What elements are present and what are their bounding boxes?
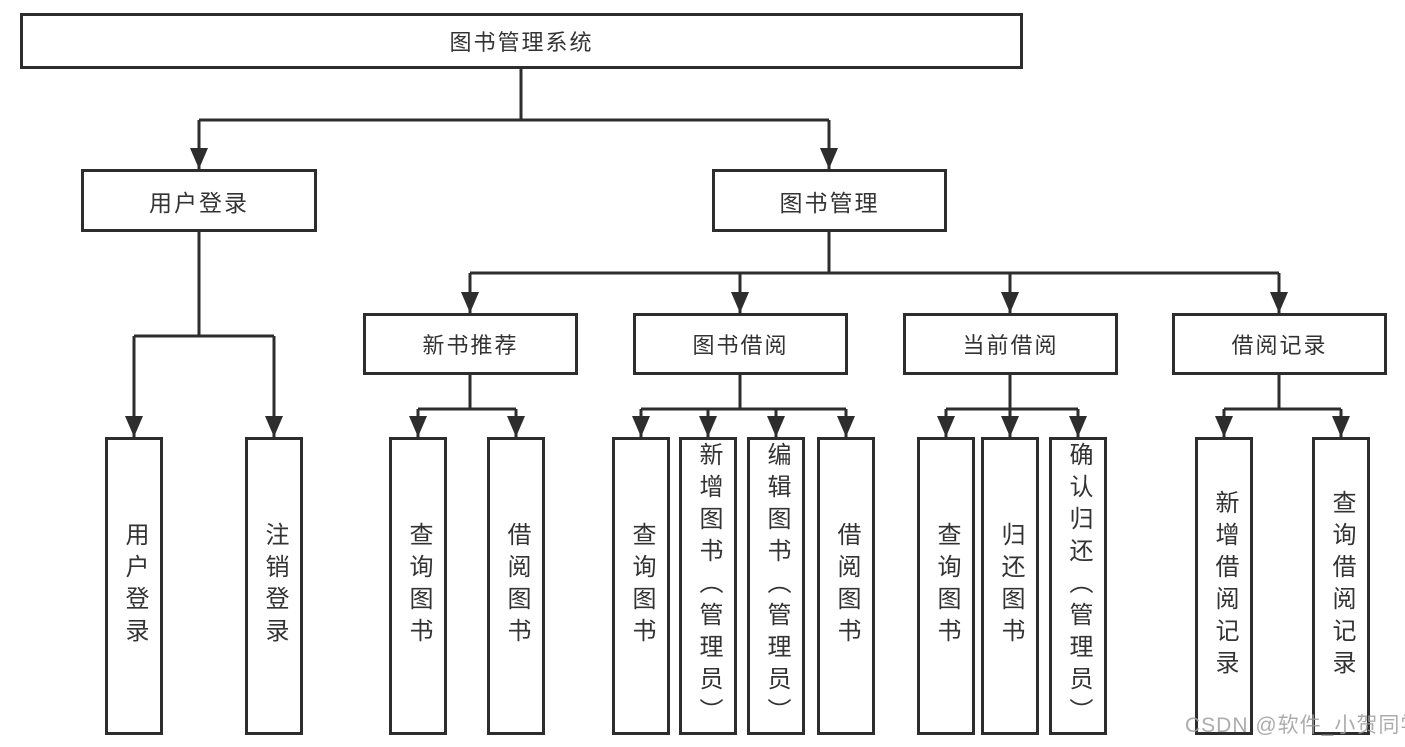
leaf-return-books: 归还图书 — [981, 437, 1039, 735]
node-book-management: 图书管理 — [712, 169, 947, 232]
leaf-edit-books-admin-label: 编辑图书（管理员） — [763, 442, 790, 730]
node-root: 图书管理系统 — [20, 13, 1023, 69]
node-new-book-recommend: 新书推荐 — [363, 313, 578, 375]
leaf-query-books-1: 查询图书 — [389, 437, 447, 735]
leaf-edit-books-admin: 编辑图书（管理员） — [747, 437, 805, 735]
node-new-book-recommend-label: 新书推荐 — [422, 333, 519, 358]
node-user-login-label: 用户登录 — [149, 189, 249, 216]
leaf-confirm-return-admin: 确认归还（管理员） — [1049, 437, 1107, 735]
node-current-borrowing: 当前借阅 — [903, 313, 1118, 375]
node-current-borrowing-label: 当前借阅 — [962, 333, 1059, 358]
leaf-query-books-3: 查询图书 — [917, 437, 975, 735]
leaf-borrow-books-2: 借阅图书 — [817, 437, 875, 735]
arrowheads — [125, 148, 1350, 437]
node-user-login: 用户登录 — [81, 169, 317, 232]
node-root-label: 图书管理系统 — [449, 30, 594, 55]
leaf-add-borrow-record: 新增借阅记录 — [1195, 437, 1253, 735]
leaf-borrow-books-1: 借阅图书 — [487, 437, 545, 735]
leaf-logout: 注销登录 — [245, 437, 303, 735]
leaf-confirm-return-admin-label: 确认归还（管理员） — [1065, 442, 1092, 730]
leaf-borrow-books-1-label: 借阅图书 — [503, 522, 530, 650]
node-book-borrowing-label: 图书借阅 — [692, 333, 789, 358]
leaf-logout-label: 注销登录 — [261, 522, 288, 650]
node-borrowing-records-label: 借阅记录 — [1231, 333, 1328, 358]
watermark: CSDN @软件_小贺同学 — [1185, 714, 1405, 737]
leaf-query-borrow-record-label: 查询借阅记录 — [1328, 490, 1355, 682]
leaf-user-login-label: 用户登录 — [121, 522, 148, 650]
leaf-query-books-1-label: 查询图书 — [405, 522, 432, 650]
leaf-borrow-books-2-label: 借阅图书 — [833, 522, 860, 650]
leaf-query-books-2-label: 查询图书 — [628, 522, 655, 650]
leaf-add-books-admin: 新增图书（管理员） — [679, 437, 737, 735]
leaf-user-login: 用户登录 — [105, 437, 163, 735]
node-borrowing-records: 借阅记录 — [1172, 313, 1387, 375]
node-book-management-label: 图书管理 — [779, 189, 880, 216]
leaf-add-books-admin-label: 新增图书（管理员） — [695, 442, 722, 730]
leaf-add-borrow-record-label: 新增借阅记录 — [1211, 490, 1238, 682]
leaf-query-books-2: 查询图书 — [612, 437, 670, 735]
node-book-borrowing: 图书借阅 — [633, 313, 848, 375]
leaf-return-books-label: 归还图书 — [997, 522, 1024, 650]
leaf-query-books-3-label: 查询图书 — [933, 522, 960, 650]
leaf-query-borrow-record: 查询借阅记录 — [1312, 437, 1370, 735]
